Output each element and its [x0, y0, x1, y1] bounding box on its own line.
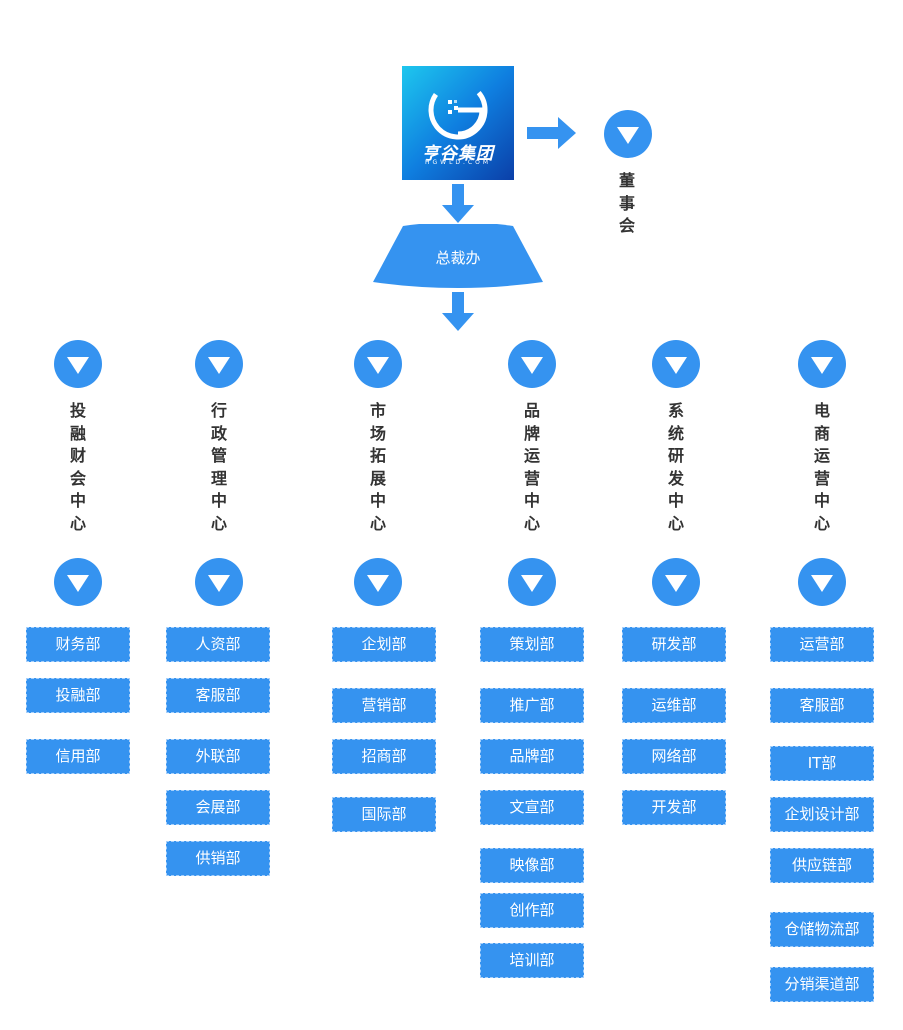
center-marker-icon — [195, 558, 243, 606]
center-marker-icon — [195, 340, 243, 388]
center-label: 系统研发中心 — [667, 401, 684, 533]
department-box[interactable]: 创作部 — [480, 893, 584, 928]
center-label: 行政管理中心 — [210, 401, 227, 533]
president-office-shape — [373, 224, 543, 288]
department-box[interactable]: IT部 — [770, 746, 874, 781]
department-box[interactable]: 客服部 — [770, 688, 874, 723]
department-box[interactable]: 品牌部 — [480, 739, 584, 774]
department-box[interactable]: 投融部 — [26, 678, 130, 713]
department-box[interactable]: 策划部 — [480, 627, 584, 662]
center-marker-icon — [54, 340, 102, 388]
department-box[interactable]: 人资部 — [166, 627, 270, 662]
center-marker-icon — [798, 558, 846, 606]
department-box[interactable]: 企划设计部 — [770, 797, 874, 832]
department-box[interactable]: 运营部 — [770, 627, 874, 662]
board-label: 董事会 — [618, 171, 635, 236]
department-box[interactable]: 分销渠道部 — [770, 967, 874, 1002]
company-logo: 亨谷集团 HGWLD.COM — [402, 66, 514, 180]
department-box[interactable]: 财务部 — [26, 627, 130, 662]
center-label: 投融财会中心 — [69, 401, 86, 533]
department-box[interactable]: 运维部 — [622, 688, 726, 723]
department-box[interactable]: 网络部 — [622, 739, 726, 774]
president-office-label: 总裁办 — [435, 249, 481, 267]
center-marker-icon — [508, 340, 556, 388]
arrow-right-icon — [527, 117, 576, 149]
department-box[interactable]: 研发部 — [622, 627, 726, 662]
department-box[interactable]: 招商部 — [332, 739, 436, 774]
department-box[interactable]: 营销部 — [332, 688, 436, 723]
department-box[interactable]: 信用部 — [26, 739, 130, 774]
center-marker-icon — [508, 558, 556, 606]
center-label: 品牌运营中心 — [523, 401, 540, 533]
department-box[interactable]: 外联部 — [166, 739, 270, 774]
department-box[interactable]: 企划部 — [332, 627, 436, 662]
logo-name-cn: 亨谷集团 — [422, 144, 494, 164]
center-label: 市场拓展中心 — [369, 401, 386, 533]
department-box[interactable]: 客服部 — [166, 678, 270, 713]
department-box[interactable]: 映像部 — [480, 848, 584, 883]
department-box[interactable]: 推广部 — [480, 688, 584, 723]
department-box[interactable]: 开发部 — [622, 790, 726, 825]
logo-emblem-icon — [428, 80, 488, 140]
department-box[interactable]: 供应链部 — [770, 848, 874, 883]
logo-name-en: HGWLD.COM — [424, 159, 492, 166]
center-marker-icon — [652, 340, 700, 388]
department-box[interactable]: 培训部 — [480, 943, 584, 978]
center-marker-icon — [54, 558, 102, 606]
center-label: 电商运营中心 — [813, 401, 830, 533]
department-box[interactable]: 供销部 — [166, 841, 270, 876]
center-marker-icon — [354, 340, 402, 388]
board-marker-icon — [604, 110, 652, 158]
department-box[interactable]: 文宣部 — [480, 790, 584, 825]
department-box[interactable]: 会展部 — [166, 790, 270, 825]
department-box[interactable]: 仓储物流部 — [770, 912, 874, 947]
center-marker-icon — [798, 340, 846, 388]
arrow-down-icon — [442, 184, 474, 223]
center-marker-icon — [652, 558, 700, 606]
center-marker-icon — [354, 558, 402, 606]
arrow-down-icon — [442, 292, 474, 331]
department-box[interactable]: 国际部 — [332, 797, 436, 832]
